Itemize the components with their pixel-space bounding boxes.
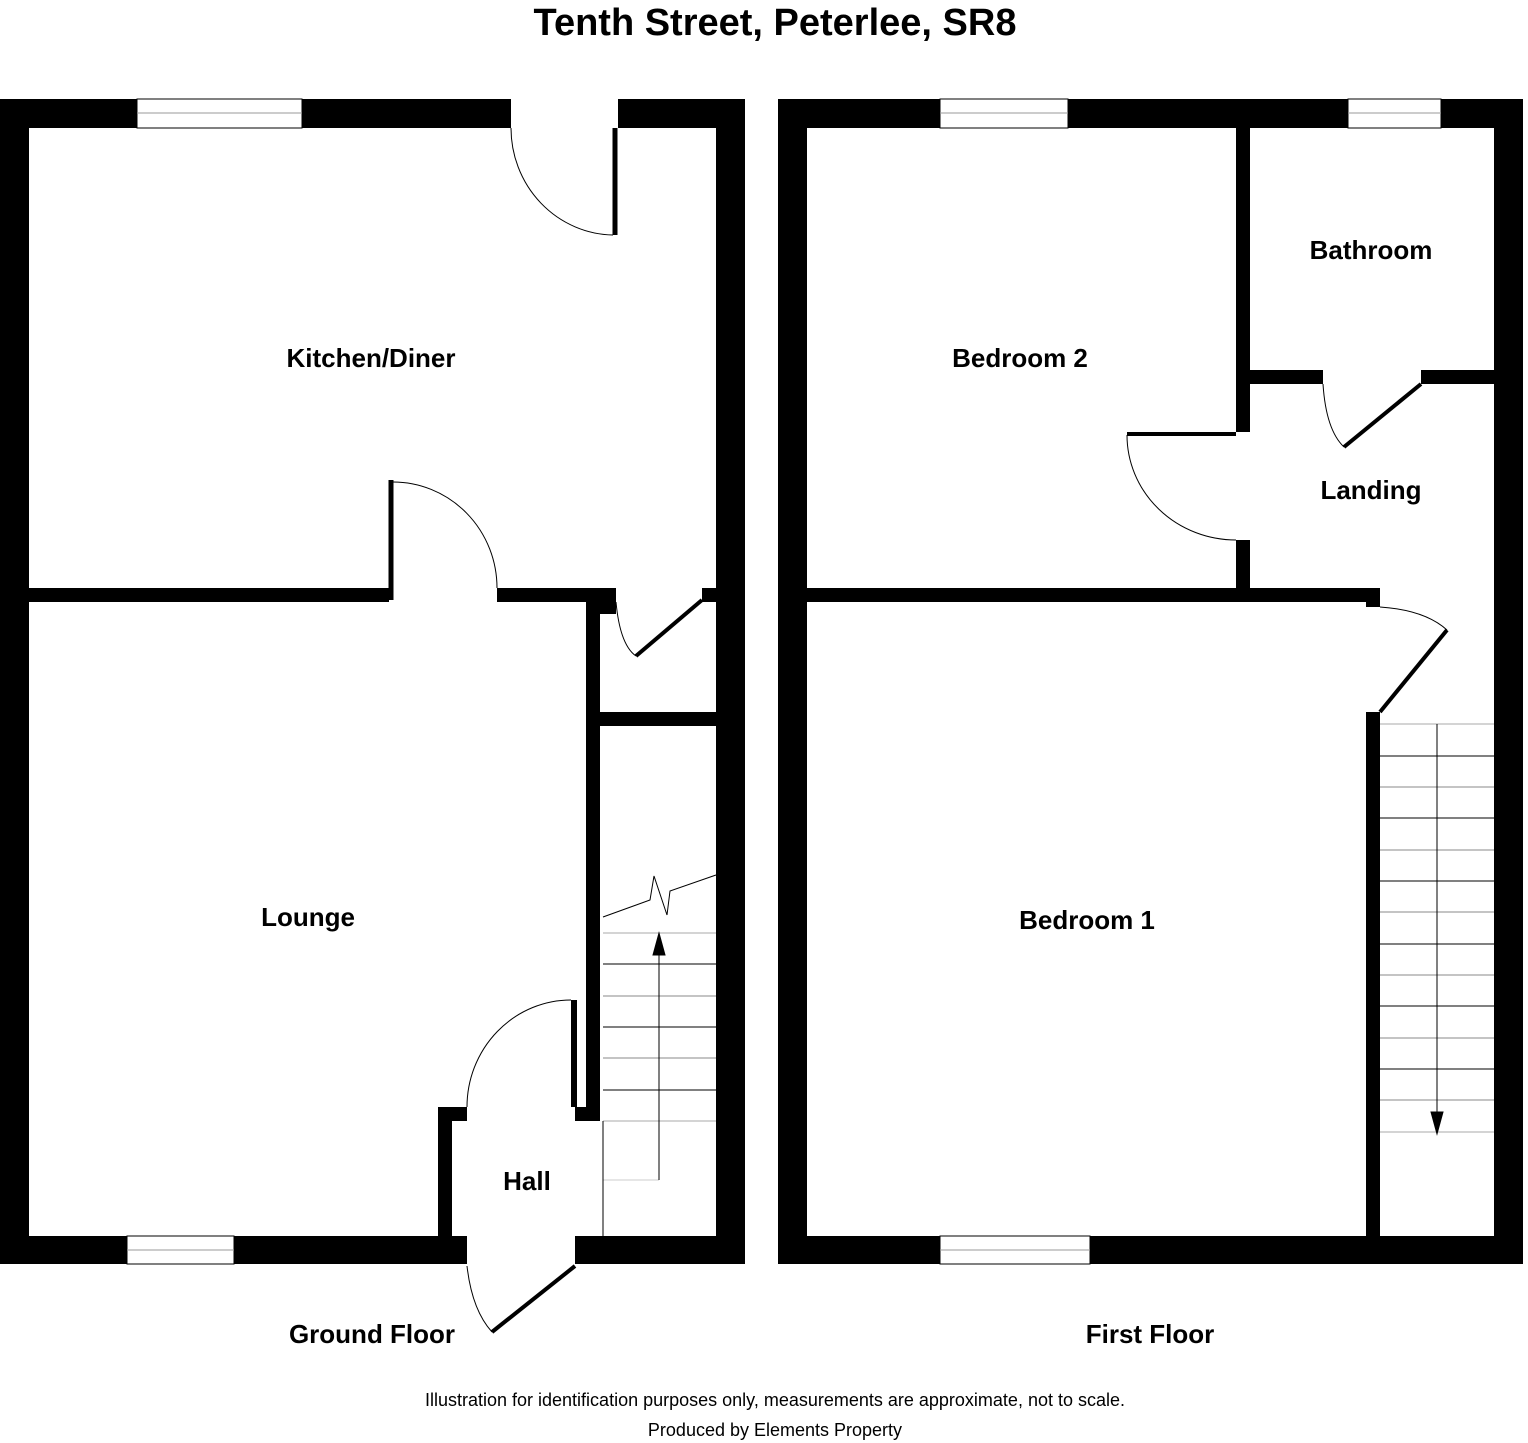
first-floor-plan (778, 99, 1523, 1264)
credit-text: Produced by Elements Property (648, 1420, 902, 1440)
ground-floor-doors (388, 127, 704, 1334)
ground-floor-label: Ground Floor (289, 1319, 455, 1349)
disclaimer-text: Illustration for identification purposes… (425, 1390, 1125, 1410)
room-label-hall: Hall (503, 1166, 551, 1196)
first-floor-label: First Floor (1086, 1319, 1215, 1349)
ground-floor-stairs (602, 874, 717, 1236)
room-label-lounge: Lounge (261, 902, 355, 932)
first-floor-stairs (1380, 723, 1494, 1136)
room-label-landing: Landing (1320, 475, 1421, 505)
ground-floor-plan (0, 99, 745, 1264)
room-label-bedroom-1: Bedroom 1 (1019, 905, 1155, 935)
plan-title: Tenth Street, Peterlee, SR8 (534, 2, 1017, 44)
ground-floor-windows (126, 98, 303, 1265)
first-floor-windows (939, 98, 1442, 1265)
first-floor-doors (1126, 382, 1449, 714)
stairs-up-arrow-icon (652, 931, 666, 956)
room-label-bathroom: Bathroom (1310, 235, 1433, 265)
stairs-down-arrow-icon (1430, 1111, 1444, 1136)
stairs-break-line (602, 874, 717, 918)
room-label-bedroom-2: Bedroom 2 (952, 343, 1088, 373)
room-label-kitchen-diner: Kitchen/Diner (286, 343, 455, 373)
